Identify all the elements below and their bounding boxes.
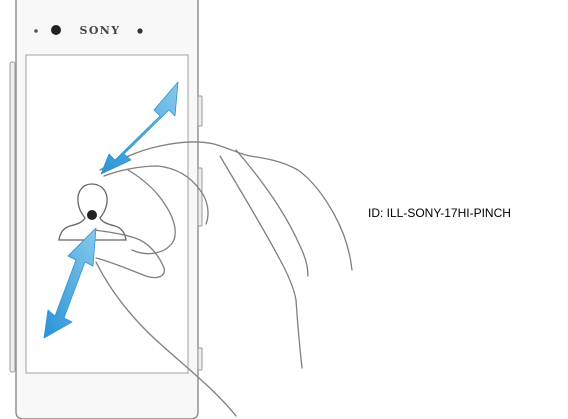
sensor-dot-icon bbox=[34, 29, 38, 33]
phone-left-edge bbox=[10, 62, 15, 372]
power-button bbox=[198, 96, 202, 126]
volume-button bbox=[198, 168, 202, 226]
sensor-dot-icon bbox=[137, 28, 142, 33]
illustration-id-label: ID: ILL-SONY-17HI-PINCH bbox=[368, 206, 511, 220]
touch-point-icon bbox=[87, 210, 97, 220]
front-camera-icon bbox=[51, 25, 61, 35]
brand-logo: SONY bbox=[79, 24, 120, 37]
camera-button bbox=[198, 348, 202, 370]
